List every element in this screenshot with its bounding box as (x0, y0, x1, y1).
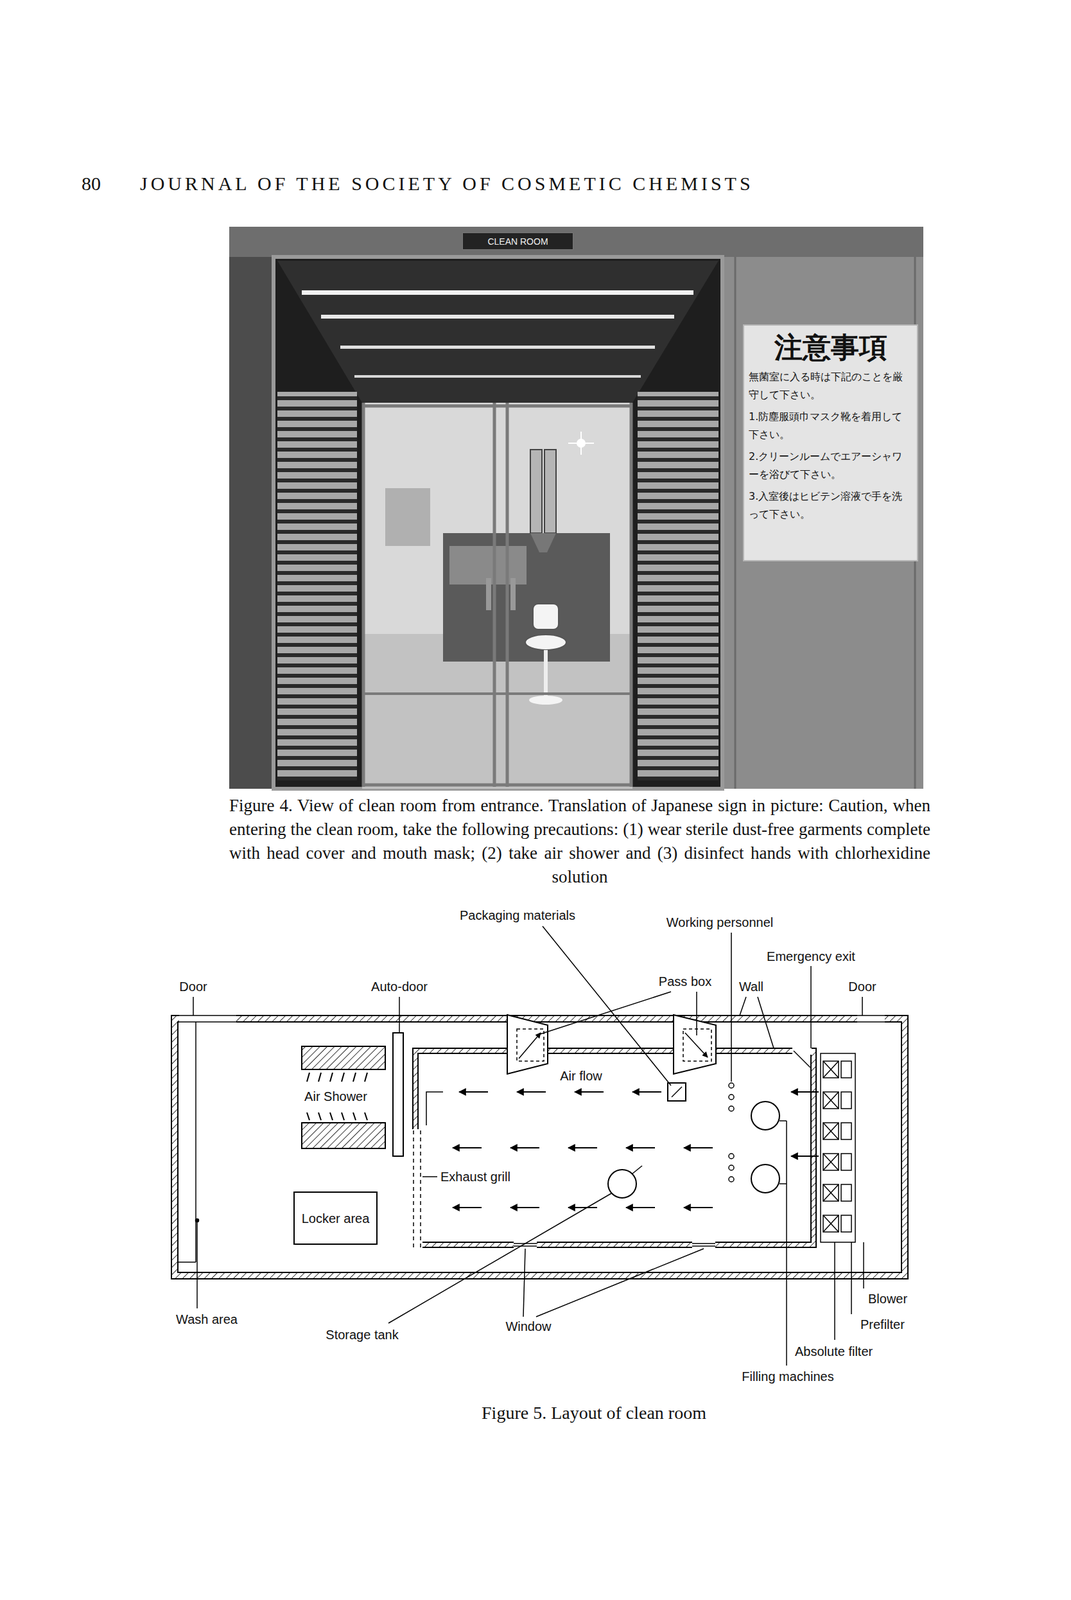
sign-heading: 注意事項 (748, 330, 913, 365)
figure-caption: Figure 5. Layout of clean room (481, 1402, 707, 1423)
part-label: Blower (866, 1290, 910, 1307)
flow-label: Air flow (557, 1067, 605, 1084)
part-label: Packaging materials (457, 907, 578, 923)
part-label: Filling machines (739, 1368, 836, 1384)
part-label: Working personnel (664, 914, 775, 930)
part-label: Emergency exit (764, 948, 858, 964)
part-label: Wash area (174, 1311, 240, 1327)
part-label: Air Shower (302, 1088, 370, 1104)
clean-room-plan (171, 925, 908, 1366)
running-head: JOURNAL OF THE SOCIETY OF COSMETIC CHEMI… (139, 172, 754, 195)
clean-room-photo (229, 226, 924, 789)
sign-text: 3.入室後はヒビテン溶液で手を洗って下さい。 (748, 487, 913, 524)
part-label: Door (846, 978, 878, 994)
part-label: Storage tank (323, 1326, 401, 1342)
leader-lines (193, 925, 864, 1366)
part-label: Prefilter (858, 1316, 907, 1332)
part-label: Door (177, 978, 209, 994)
part-label: Pass box (656, 973, 714, 989)
part-label: Wall (737, 978, 766, 994)
sign-text: 2.クリーンルームでエアーシャワーを浴びて下さい。 (748, 447, 913, 484)
sign-text: 無菌室に入る時は下記のことを厳守して下さい。 (748, 367, 913, 404)
part-label: Window (503, 1318, 553, 1334)
page-number: 80 (81, 172, 101, 195)
caution-sign: 注意事項無菌室に入る時は下記のことを厳守して下さい。1.防塵服頭巾マスク靴を着用… (742, 324, 919, 562)
door-sign: CLEAN ROOM (462, 232, 574, 250)
part-label: Auto-door (369, 978, 430, 994)
sign-text: CLEAN ROOM (487, 236, 548, 247)
box-label: Locker area (301, 1210, 370, 1226)
locker-box: Locker area (293, 1191, 378, 1245)
part-label: Absolute filter (792, 1343, 875, 1359)
sign-text: 1.防塵服頭巾マスク靴を着用して下さい。 (748, 407, 913, 444)
figure-caption: Figure 4. View of clean room from entran… (229, 793, 931, 889)
part-label: Exhaust grill (438, 1168, 513, 1185)
